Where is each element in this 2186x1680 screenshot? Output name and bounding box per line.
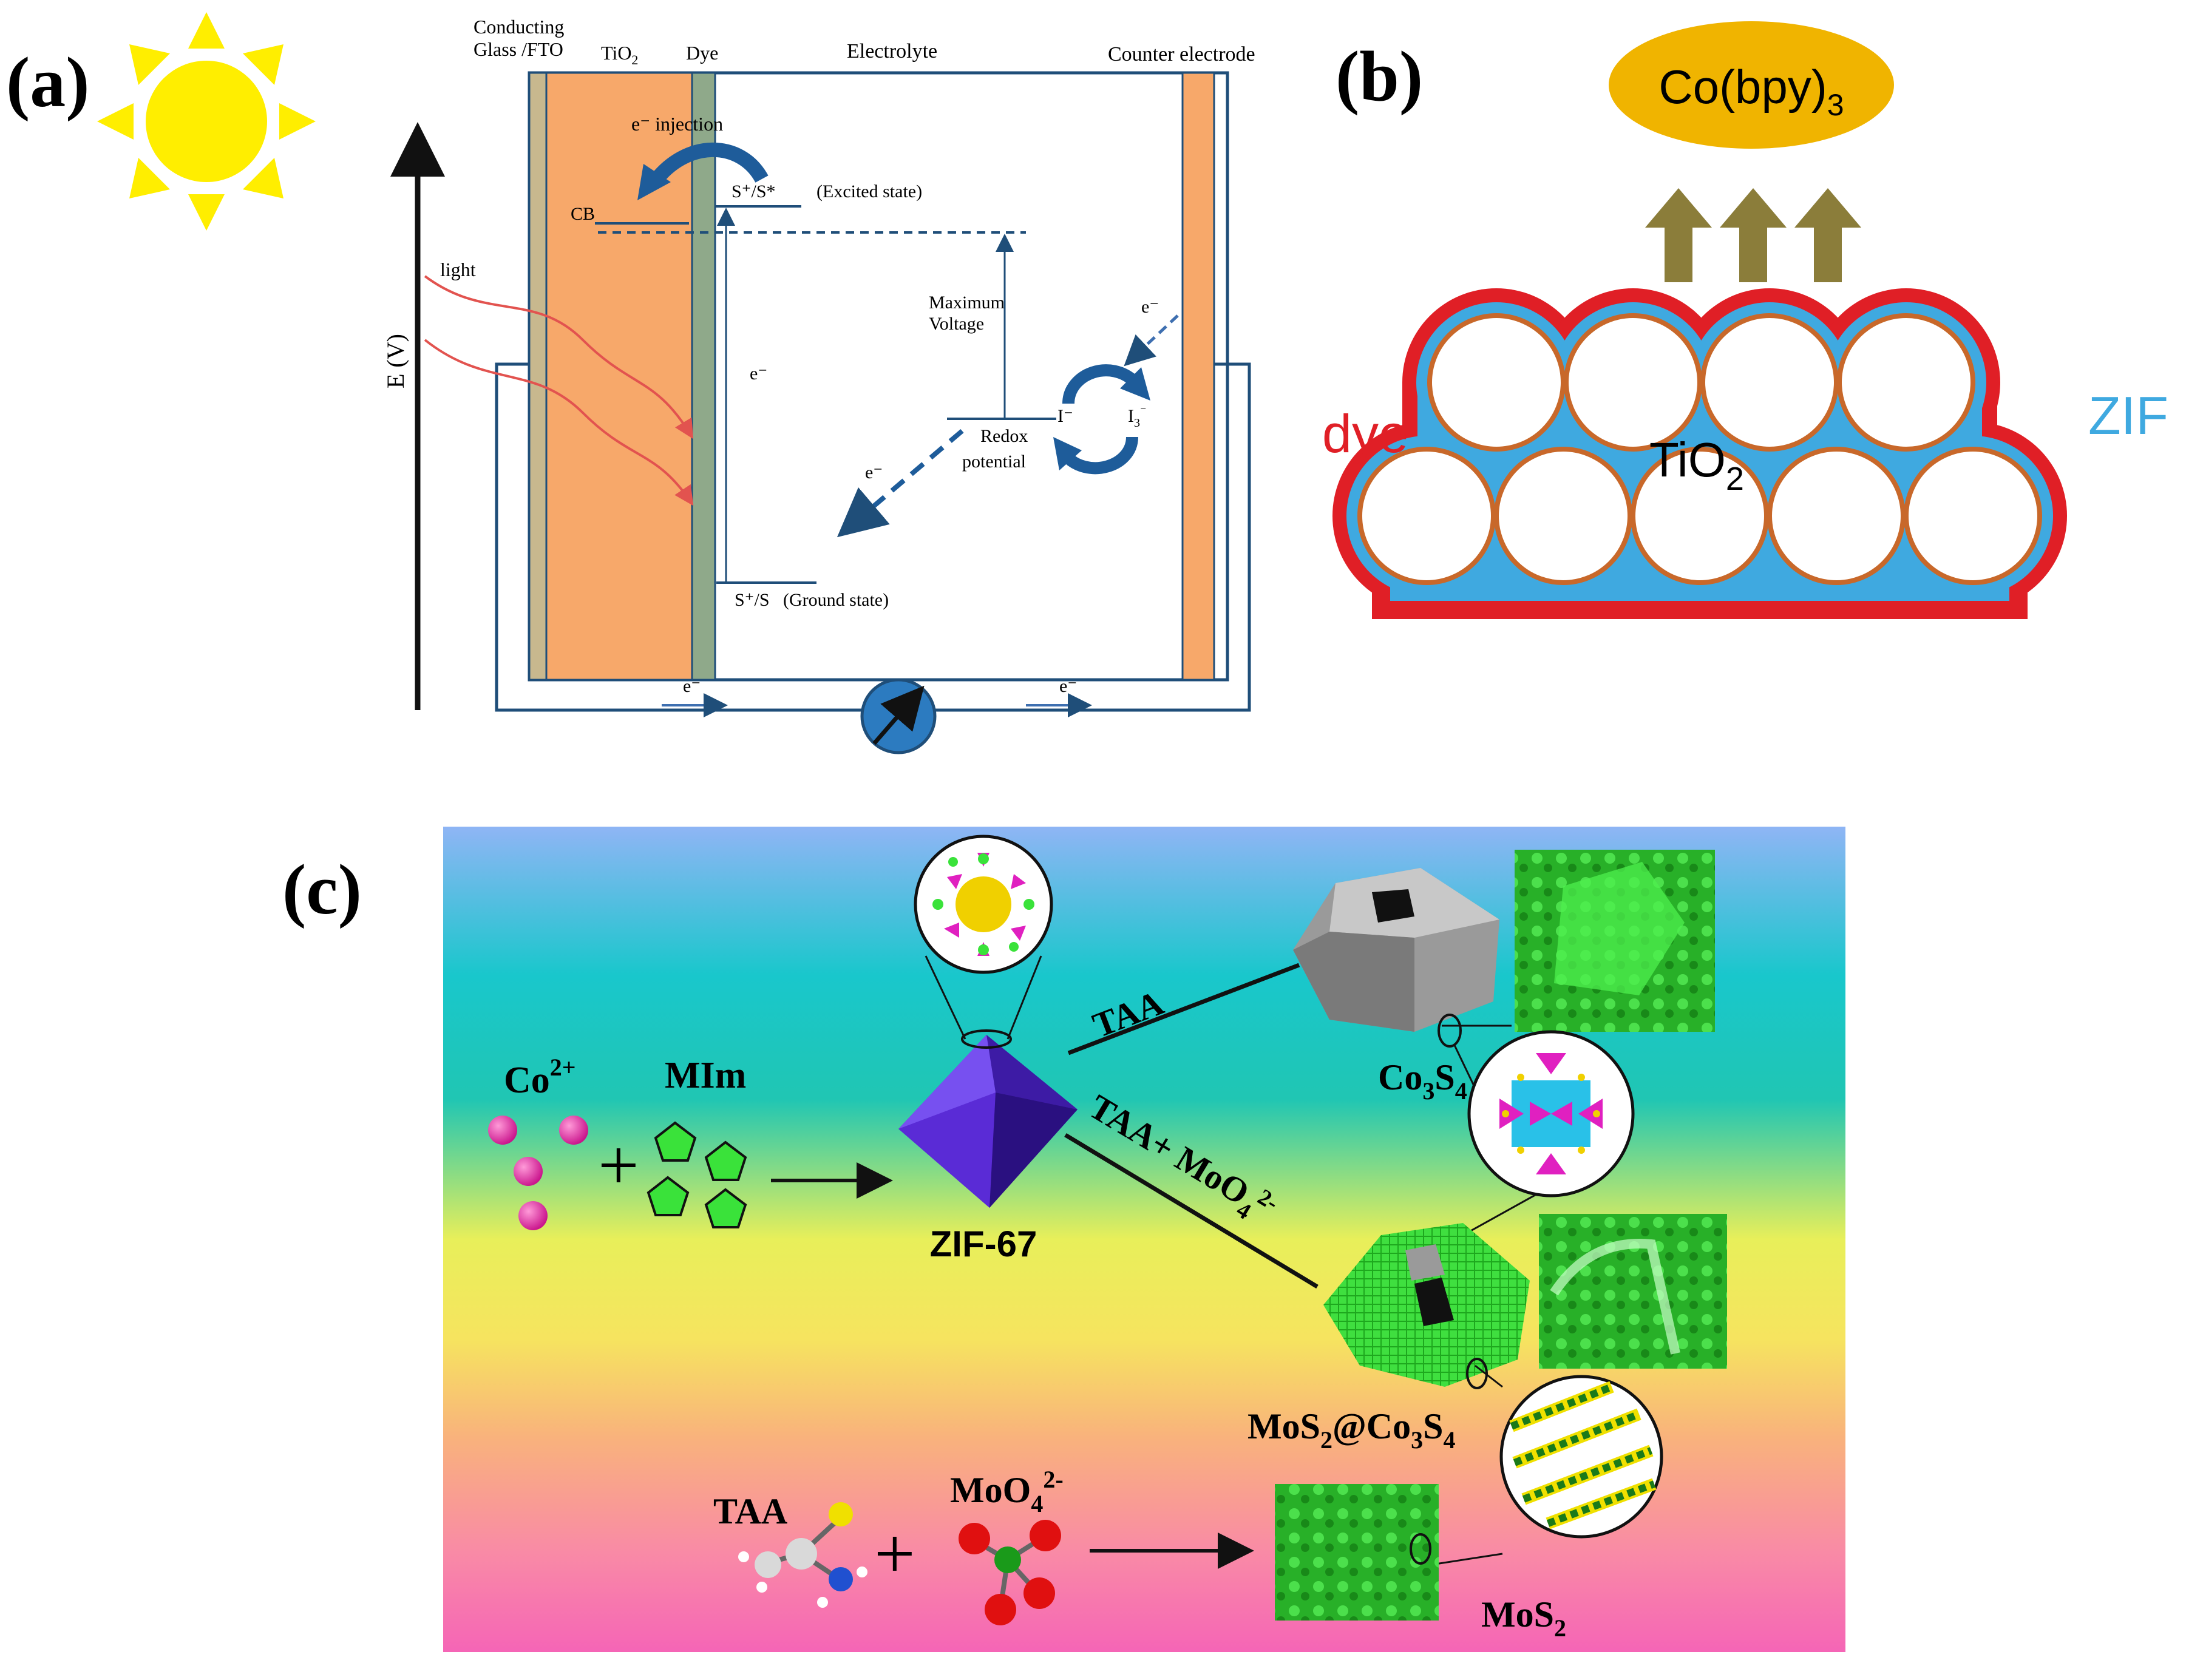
zif-label: ZIF — [2088, 385, 2168, 445]
light-ray-2 — [424, 339, 694, 506]
tio2-particle — [1357, 447, 1496, 585]
circuit-left — [495, 362, 868, 712]
plus-sign-2: + — [874, 1513, 915, 1594]
tio2-particle — [1904, 447, 2042, 585]
light-ray-1 — [424, 275, 694, 439]
electron-label-bottom-left: e⁻ — [683, 676, 701, 696]
zif67-crystal — [898, 1029, 1078, 1208]
nanoparticle-film — [1332, 288, 2067, 619]
mos2-co3s4-label: MoS2@Co3S4 — [1247, 1406, 1456, 1454]
sun-icon — [97, 12, 316, 231]
mim-molecules — [647, 1121, 747, 1228]
redox-label-2: potential — [962, 452, 1026, 472]
tio2-particle — [1427, 313, 1566, 452]
mos2-co3s4-crystal — [1323, 1223, 1530, 1389]
route-taa — [1067, 963, 1300, 1055]
zoom-line — [925, 955, 966, 1040]
redox-label-1: Redox — [980, 426, 1028, 446]
co-ion-label: Co2+ — [504, 1054, 576, 1101]
panel-a-label: (a) — [6, 42, 90, 122]
tio2-particle — [1631, 447, 1769, 585]
tio2-particle — [1564, 313, 1702, 452]
electrolyte-blob — [1609, 21, 1894, 149]
counter-electrode-label: Counter electrode — [1108, 43, 1255, 66]
zoom-line — [1462, 1188, 1546, 1236]
fto-label-1: Conducting — [474, 16, 564, 38]
max-voltage-label-1: Maximum — [929, 293, 1005, 313]
taa-molecule — [738, 1502, 867, 1608]
taa-label: TAA — [713, 1491, 787, 1531]
transfer-arrows — [1645, 188, 1861, 282]
injection-arrow — [648, 142, 769, 187]
meter-icon — [860, 678, 937, 754]
dye-layer — [691, 72, 716, 681]
mim-label: MIm — [665, 1055, 746, 1096]
co3s4-crystal — [1293, 868, 1499, 1048]
panel-b: (b) Co(bpy)3 — [1322, 21, 2168, 619]
electron-label-lower: e⁻ — [865, 462, 883, 483]
mos2-structure-inset — [1499, 1375, 1663, 1539]
electron-label-bottom-right: e⁻ — [1059, 676, 1077, 696]
panel-c-label: (c) — [282, 850, 362, 929]
electron-arrow-regeneration — [837, 428, 964, 538]
injection-label: e⁻ injection — [631, 113, 723, 135]
co3s4-structure-inset — [1467, 1030, 1635, 1197]
co3s4-sem-particle — [1554, 862, 1685, 995]
mos2-sem-image — [1275, 1484, 1439, 1621]
route-taa-moo4 — [1064, 1133, 1319, 1289]
moo4-molecule — [959, 1520, 1061, 1625]
tio2-label: TiO2 — [601, 42, 638, 67]
dye-label: dye — [1322, 404, 1408, 464]
cb-label: CB — [571, 204, 595, 224]
panel-c: (c) Co2+ + MIm — [282, 827, 1845, 1652]
co3s4-label: Co3S4 — [1378, 1057, 1467, 1105]
zif67-structure-inset — [914, 835, 1053, 974]
plus-sign-1: + — [598, 1125, 639, 1205]
tio2-particle — [1767, 447, 1906, 585]
tio2-film-label: TiO2 — [1649, 433, 1744, 497]
iodide-label: I⁻ — [1057, 406, 1073, 426]
ground-state-symbol: S⁺/S — [735, 590, 770, 610]
electrolyte-label: Electrolyte — [847, 40, 937, 63]
zif67-label: ZIF-67 — [930, 1224, 1037, 1264]
max-voltage-label-2: Voltage — [929, 314, 984, 334]
electron-label-right: e⁻ — [1141, 297, 1159, 317]
light-label: light — [440, 259, 476, 280]
energy-axis-label: E (V) — [382, 334, 409, 388]
triiodide-label: I3⁻ — [1128, 404, 1147, 430]
zoom-line — [1475, 1364, 1503, 1388]
excited-state-label: (Excited state) — [816, 181, 922, 202]
counter-electrode-layer — [1181, 72, 1215, 681]
mos2-zoom-marker — [1410, 1533, 1431, 1565]
injection-arrowhead — [637, 164, 671, 200]
electron-arrow-counter — [1124, 314, 1179, 367]
panel-b-label: (b) — [1336, 36, 1423, 116]
moo4-label: MoO42- — [950, 1466, 1064, 1517]
tio2-particle — [1700, 313, 1839, 452]
mos2-co3s4-sem-image — [1539, 1214, 1727, 1369]
co-ion-spheres — [488, 1116, 588, 1230]
dye-label: Dye — [686, 42, 718, 64]
excited-state-symbol: S⁺/S* — [731, 181, 776, 202]
fto-label-2: Glass /FTO — [474, 38, 563, 60]
panel-a: (a) E (V) Condu — [6, 12, 1255, 754]
fto-layer — [528, 72, 548, 681]
tio2-particle — [1837, 313, 1975, 452]
mos2-label: MoS2 — [1481, 1594, 1566, 1642]
zoom-line — [1006, 955, 1042, 1040]
ground-state-label: (Ground state) — [783, 590, 889, 610]
electron-label-mid: e⁻ — [750, 364, 767, 384]
tio2-particle — [1494, 447, 1632, 585]
mos2-co3s4-sem-edge — [1550, 1239, 1680, 1355]
electrolyte-label: Co(bpy)3 — [1658, 60, 1844, 122]
redox-cycle-icon — [1053, 364, 1150, 475]
